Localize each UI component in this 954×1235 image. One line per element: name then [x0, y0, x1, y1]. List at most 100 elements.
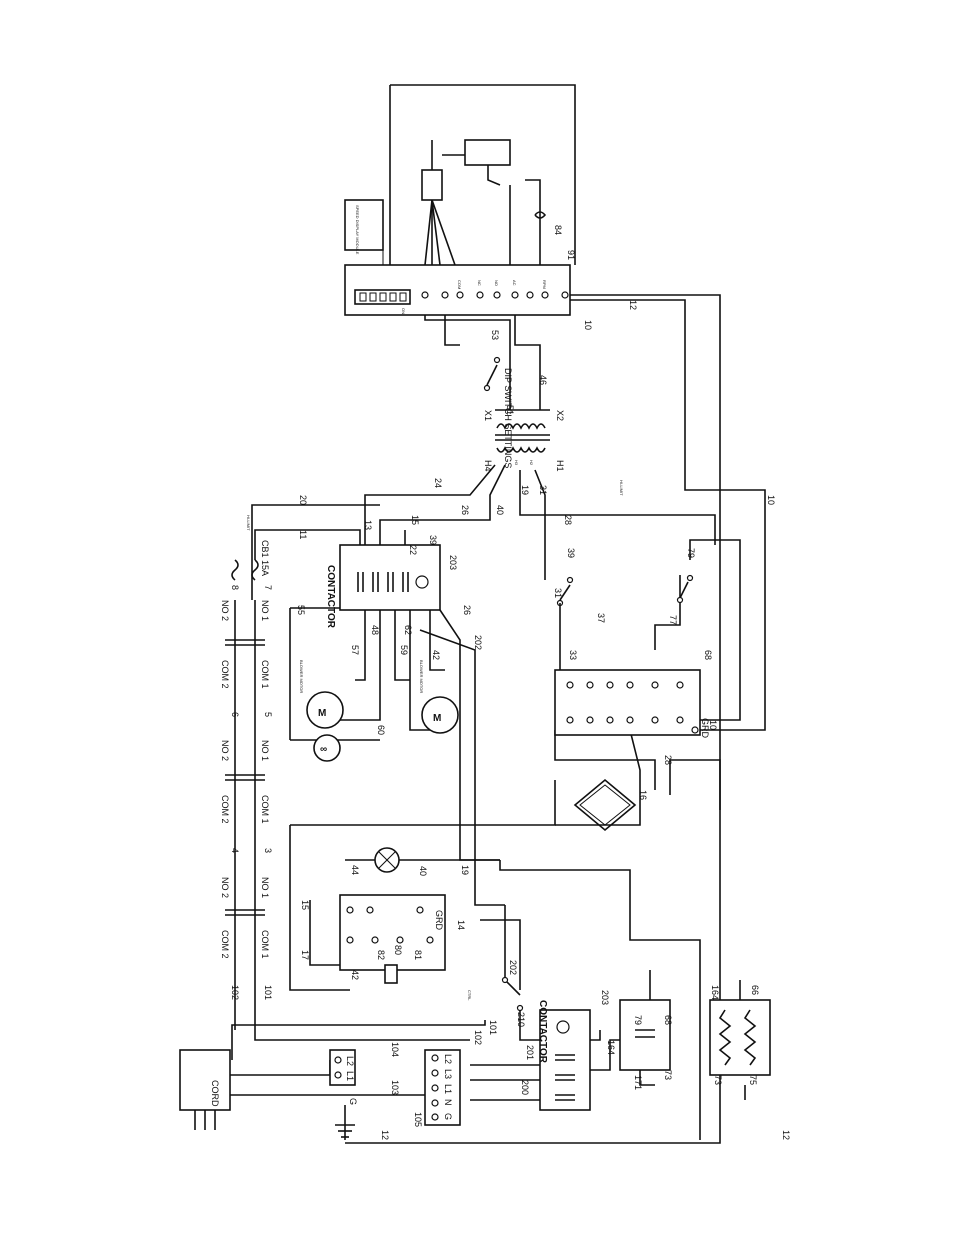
switch-contacts-3: [225, 909, 265, 916]
tb1-l2: L2: [345, 1056, 355, 1066]
x1-label: X1: [483, 410, 493, 421]
svg-text:101: 101: [488, 1020, 498, 1035]
hi-limit-left-caption: HI-LIMIT: [246, 515, 251, 531]
svg-text:68: 68: [703, 650, 713, 660]
speed-display-module: SPEED DISPLAY MODULE: [344, 199, 384, 265]
sw2-no1: NO 1: [260, 740, 270, 761]
svg-text:84: 84: [553, 225, 563, 235]
svg-text:6: 6: [230, 712, 240, 717]
svg-text:26: 26: [462, 605, 472, 615]
svg-text:202: 202: [473, 635, 483, 650]
svg-text:26: 26: [460, 505, 470, 515]
svg-text:210: 210: [516, 1012, 526, 1027]
selector-switch-b: [676, 574, 694, 604]
sw3-no2: NO 2: [220, 877, 230, 898]
svg-text:80: 80: [393, 945, 403, 955]
svg-text:101: 101: [263, 985, 273, 1000]
svg-text:31: 31: [553, 588, 563, 598]
sw3-com1: COM 1: [260, 930, 270, 959]
svg-text:53: 53: [490, 330, 500, 340]
svg-text:12: 12: [628, 300, 638, 310]
svg-text:28: 28: [563, 515, 573, 525]
tb2-g: G: [443, 1113, 453, 1120]
sw2-com2: COM 2: [220, 795, 230, 824]
svg-text:102: 102: [473, 1030, 483, 1045]
h1-label: H1: [555, 460, 565, 472]
svg-text:75: 75: [748, 1075, 758, 1085]
h3-caption: H3: [514, 460, 519, 466]
speed-display-label: SPEED DISPLAY MODULE: [355, 205, 360, 255]
power-cord: CORD: [179, 1049, 231, 1130]
on-label: ON: [401, 308, 406, 314]
svg-text:46: 46: [538, 375, 548, 385]
svg-text:39: 39: [428, 535, 438, 545]
svg-text:19: 19: [520, 485, 530, 495]
svg-text:57: 57: [350, 645, 360, 655]
selector-switch-a: [556, 576, 574, 670]
svg-text:200: 200: [520, 1080, 530, 1095]
door-switch-column: NO 2 NO 1 COM 2 COM 1 NO 2 NO 1 COM 2 CO…: [220, 600, 270, 985]
hi-limit-left: GRD: [339, 894, 446, 971]
contactor-top-label: CONTACTOR: [325, 565, 336, 629]
terminal-block-1: L2 L1: [329, 1049, 356, 1086]
switch-contacts-2: [225, 774, 265, 781]
x2-label: X2: [555, 410, 565, 421]
pilot-light: [374, 847, 400, 873]
ac-label: AC: [512, 280, 517, 286]
svg-text:39: 39: [566, 548, 576, 558]
svg-text:13: 13: [363, 520, 373, 530]
svg-text:62: 62: [403, 625, 413, 635]
svg-text:40: 40: [495, 505, 505, 515]
svg-text:28: 28: [663, 755, 673, 765]
svg-text:105: 105: [413, 1112, 423, 1127]
svg-text:3: 3: [263, 848, 273, 853]
terminal-block-2: L2 L3 L1 N G: [424, 1049, 461, 1126]
svg-text:82: 82: [376, 950, 386, 960]
svg-text:51: 51: [505, 405, 515, 415]
sw1-no1: NO 1: [260, 600, 270, 621]
svg-text:4: 4: [230, 848, 240, 853]
sw1-com2: COM 2: [220, 660, 230, 689]
transformer-switch: DIP SWITCH SETTINGS: [483, 356, 513, 468]
cord-label: CORD: [210, 1080, 220, 1107]
thermocouple: [573, 778, 637, 832]
svg-text:59: 59: [399, 645, 409, 655]
svg-text:12: 12: [380, 1130, 390, 1140]
svg-text:24: 24: [433, 478, 443, 488]
small-switch: [384, 964, 398, 984]
tb2-l3: L3: [443, 1069, 453, 1079]
svg-text:68: 68: [663, 1015, 673, 1025]
svg-text:10: 10: [766, 495, 776, 505]
contactor-top: CONTACTOR: [325, 544, 441, 629]
svg-text:31: 31: [538, 485, 548, 495]
hi-limit-right-caption: HI-LIMIT: [619, 480, 624, 496]
motor-capacitor: ∞: [313, 734, 341, 762]
door-switch-bottom: [501, 976, 524, 1012]
svg-text:19: 19: [460, 865, 470, 875]
svg-text:103: 103: [390, 1080, 400, 1095]
tb2-l1: L1: [443, 1084, 453, 1094]
grd-bottom-label: GRD: [434, 910, 444, 931]
h2-caption: H2: [529, 460, 534, 466]
svg-text:164: 164: [710, 985, 720, 1000]
tb2-l2: L2: [443, 1054, 453, 1064]
speed-sensor: [421, 140, 465, 266]
dip-label: DIP SWITCH SETTINGS: [503, 368, 513, 468]
heater-relay: [619, 999, 671, 1071]
svg-text:81: 81: [413, 950, 423, 960]
sw3-no1: NO 1: [260, 877, 270, 898]
svg-text:102: 102: [230, 985, 240, 1000]
svg-text:37: 37: [596, 613, 606, 623]
tb1-l1: L1: [345, 1071, 355, 1081]
rpm-label: RPM: [542, 280, 547, 289]
svg-text:33: 33: [568, 650, 578, 660]
sw3-com2: COM 2: [220, 930, 230, 959]
svg-text:17: 17: [300, 950, 310, 960]
svg-text:164: 164: [606, 1040, 616, 1055]
svg-text:203: 203: [600, 990, 610, 1005]
svg-text:7: 7: [263, 585, 273, 590]
svg-text:44: 44: [350, 865, 360, 875]
no-label: NO: [494, 280, 499, 286]
svg-text:202: 202: [508, 960, 518, 975]
control-board: ON COM NC NO AC RPM: [344, 264, 571, 316]
